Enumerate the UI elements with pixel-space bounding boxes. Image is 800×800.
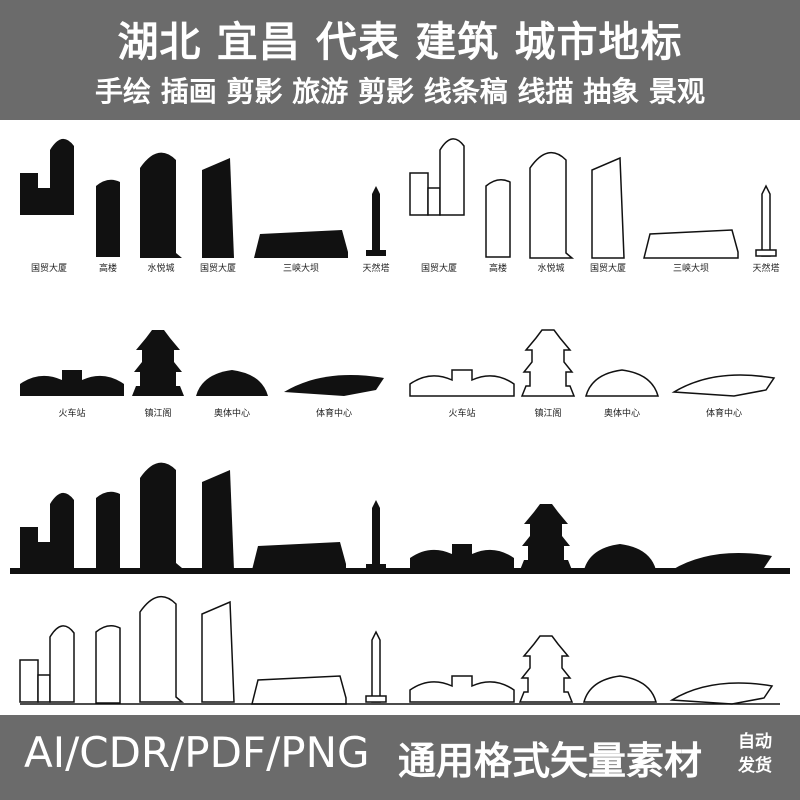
main-title: 湖北 宜昌 代表 建筑 城市地标 <box>117 18 683 66</box>
label-zhenjiangge-outline: 镇江阁 <box>534 407 561 419</box>
subtitle-keywords: 手绘 插画 剪影 旅游 剪影 线条稿 线描 抽象 景观 <box>95 75 705 108</box>
label-gaolou: 高楼 <box>99 262 117 274</box>
label-shuiyuecheng-outline: 水悦城 <box>537 262 564 274</box>
label-tiyu-outline: 体育中心 <box>706 407 742 419</box>
label-sanxia: 三峡大坝 <box>283 262 319 274</box>
label-guomao-outline-2: 国贸大厦 <box>590 262 626 274</box>
auto-ship-line-1: 自动 <box>738 732 772 752</box>
label-gaolou-outline: 高楼 <box>489 262 507 274</box>
label-aoti-outline: 奥体中心 <box>604 407 640 419</box>
row1-outline <box>409 138 777 259</box>
label-tianranta: 天然塔 <box>362 262 389 274</box>
row1-solid <box>20 138 386 258</box>
bottom-banner <box>0 715 800 800</box>
auto-ship-line-2: 发货 <box>738 756 772 776</box>
label-guomao-2: 国贸大厦 <box>200 262 236 274</box>
label-tiyu: 体育中心 <box>316 407 352 419</box>
row2-solid <box>20 330 384 396</box>
label-tianranta-outline: 天然塔 <box>752 262 779 274</box>
auto-ship-badge: 自动 发货 <box>730 730 780 778</box>
skyline-outline <box>19 595 780 705</box>
label-guomao: 国贸大厦 <box>31 262 67 274</box>
label-sanxia-outline: 三峡大坝 <box>673 262 709 274</box>
label-guomao-outline: 国贸大厦 <box>421 262 457 274</box>
label-huochezhan-outline: 火车站 <box>448 407 475 419</box>
top-banner <box>0 0 800 120</box>
label-aoti: 奥体中心 <box>214 407 250 419</box>
landmark-illustrations: 国贸大厦 高楼 水悦城 国贸大厦 三峡大坝 天然塔 国贸大厦 高楼 水悦城 国贸… <box>10 138 790 705</box>
row2-outline <box>409 329 775 397</box>
format-description: 通用格式矢量素材 <box>398 739 703 783</box>
label-huochezhan: 火车站 <box>58 407 85 419</box>
file-formats: AI/CDR/PDF/PNG <box>24 728 370 777</box>
label-zhenjiangge: 镇江阁 <box>144 407 171 419</box>
skyline-solid <box>10 462 790 574</box>
label-shuiyuecheng: 水悦城 <box>147 262 174 274</box>
